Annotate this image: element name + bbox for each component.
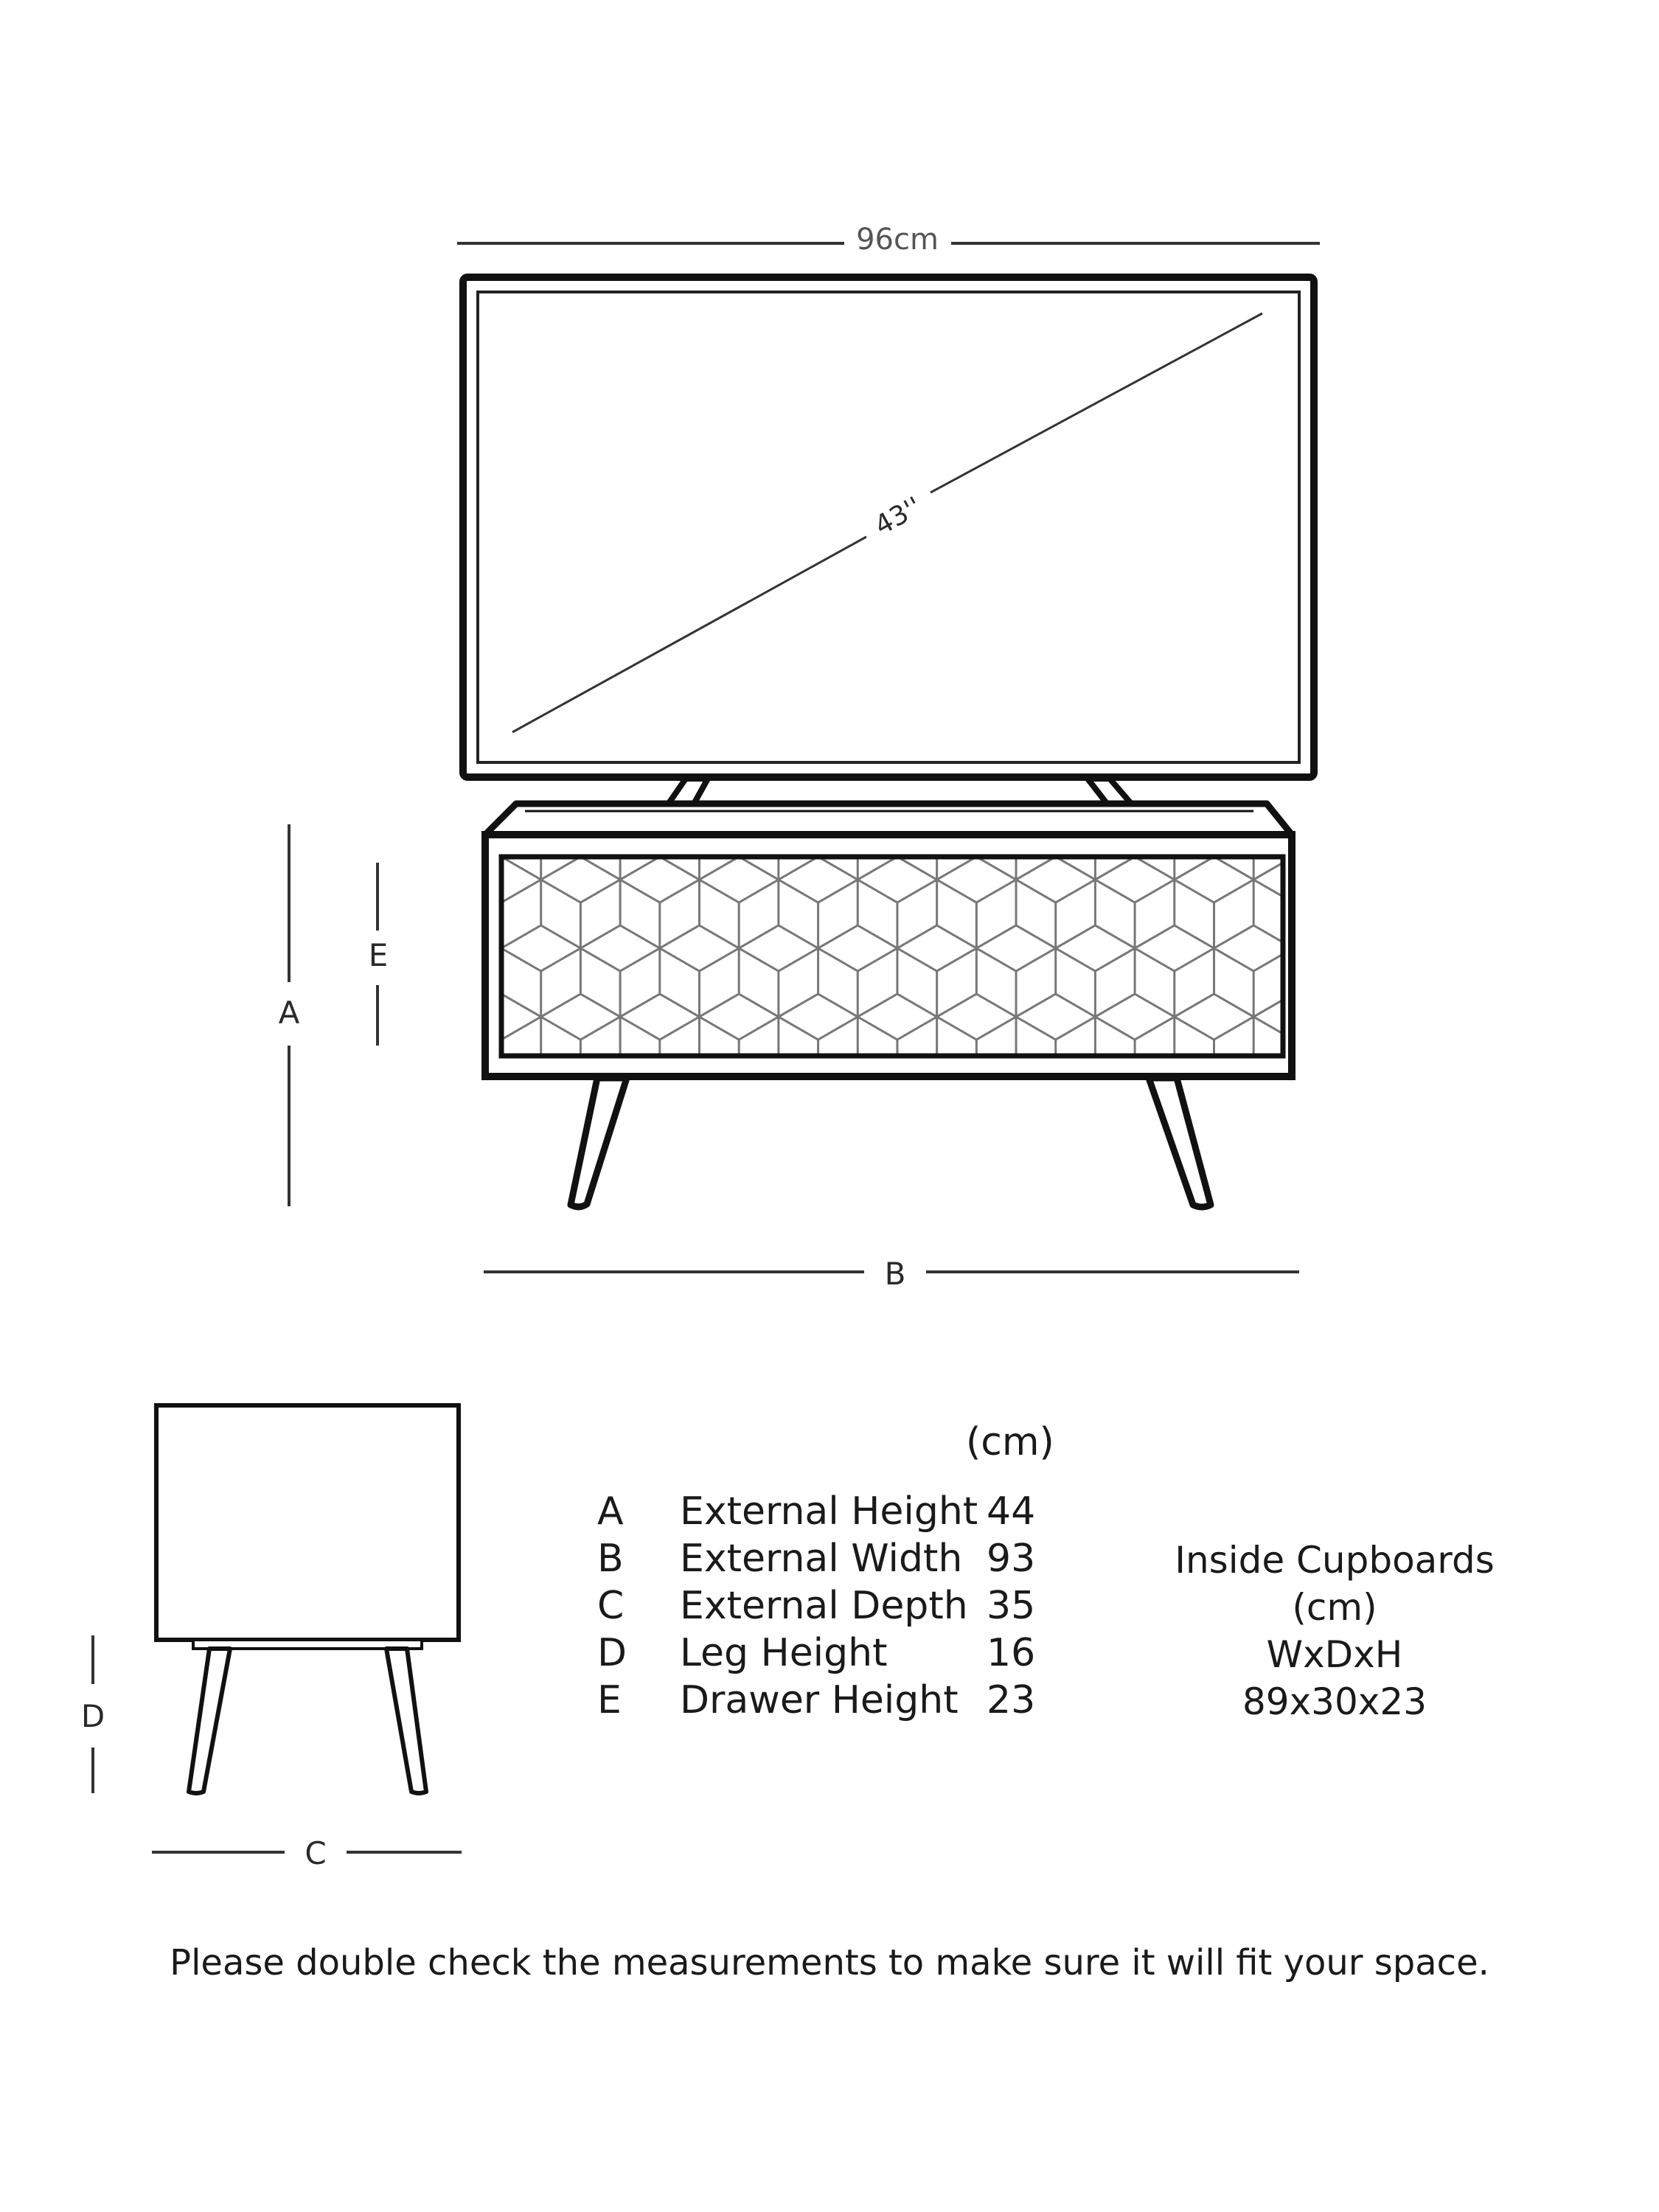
row-name: External Height	[680, 1489, 978, 1534]
row-key: D	[597, 1631, 627, 1675]
row-value: 35	[987, 1584, 1036, 1628]
tv-screen	[476, 291, 1301, 764]
inside-cupboards-format: WxDxH	[1266, 1633, 1403, 1676]
inside-cupboards-title: Inside Cupboards (cm)	[1175, 1539, 1495, 1629]
side-base	[192, 1638, 423, 1650]
row-key: A	[597, 1489, 624, 1534]
row-name: External Depth	[680, 1584, 968, 1628]
tv-width-label: 96cm	[856, 223, 939, 257]
cabinet-leg-right	[1145, 1074, 1214, 1211]
side-body	[154, 1403, 461, 1642]
row-value: 93	[987, 1537, 1036, 1581]
unit-header-text: (cm)	[966, 1420, 1054, 1464]
inside-cupboards-value: 89x30x23	[1242, 1680, 1427, 1723]
cabinet-drawer-panel	[498, 854, 1286, 1059]
row-key: E	[597, 1678, 622, 1722]
row-key: B	[597, 1537, 624, 1581]
cabinet-front-view	[481, 800, 1295, 1211]
cube-pattern-lines	[501, 857, 1283, 1056]
row-name: External Width	[680, 1537, 963, 1581]
row-name: Leg Height	[680, 1631, 888, 1675]
row-value: 16	[987, 1631, 1036, 1675]
side-leg-right	[384, 1646, 428, 1795]
dimension-b-label: B	[885, 1256, 906, 1292]
cabinet-leg-left	[567, 1074, 630, 1211]
fit-note: Please double check the measurements to …	[170, 1942, 1489, 1983]
row-value: 44	[987, 1489, 1036, 1534]
row-key: C	[597, 1584, 625, 1628]
dimension-c-label: C	[305, 1835, 326, 1871]
tv-diagonal-line	[512, 535, 867, 734]
cabinet-side-view	[154, 1403, 461, 1795]
side-leg-left	[187, 1646, 232, 1795]
dimension-e-label: E	[369, 937, 389, 973]
row-name: Drawer Height	[680, 1678, 959, 1722]
dimension-d-label: D	[81, 1698, 105, 1734]
tv-illustration: 43''	[459, 274, 1318, 824]
measurements-table: (cm) A External Height 44 B External Wid…	[597, 1416, 1113, 1725]
row-value: 23	[987, 1678, 1036, 1722]
dimension-a-label: A	[279, 995, 300, 1031]
cube-pattern	[501, 857, 1283, 1056]
inside-cupboards: Inside Cupboards (cm) WxDxH 89x30x23	[1150, 1537, 1519, 1725]
cabinet-top	[481, 800, 1295, 838]
tv-diagonal-line	[930, 312, 1263, 494]
